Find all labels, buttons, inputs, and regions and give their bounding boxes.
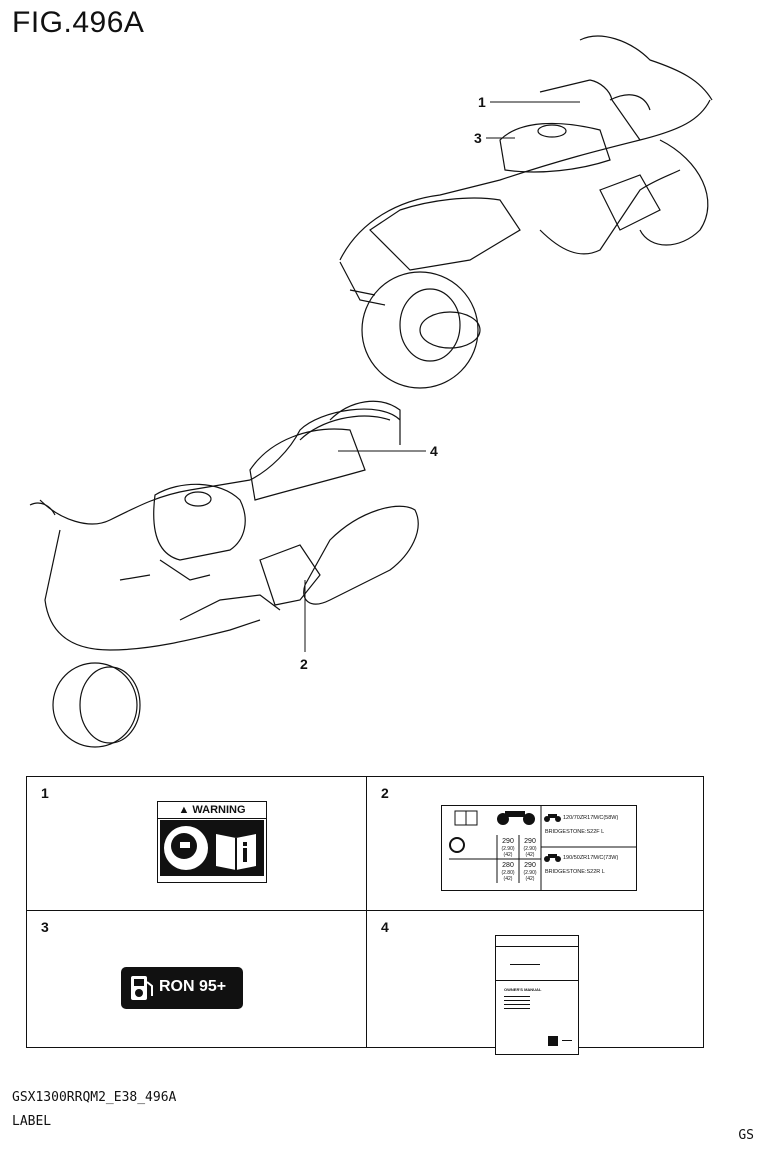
callout-4: 4 <box>430 443 438 459</box>
label-grid: 1 ▲ WARNING <box>26 776 705 1055</box>
label-cell-1: 1 ▲ WARNING <box>27 777 366 910</box>
pressure-text: (42) <box>526 852 535 858</box>
tire-icon <box>449 837 465 853</box>
warning-body <box>160 820 264 876</box>
pressure-text: (42) <box>526 876 535 882</box>
motorcycle-front-view <box>29 400 419 748</box>
pressure-text: 290 <box>524 862 536 869</box>
motorcycle-rear-view <box>339 35 713 389</box>
pressure-text: 280 <box>502 862 514 869</box>
label-number: 2 <box>381 785 389 801</box>
user-icon <box>548 1036 558 1046</box>
label-cell-2: 2 290 290 (2.90) (2.90) (42) (42) 280 29… <box>367 777 705 910</box>
callout-2: 2 <box>300 656 308 672</box>
pressure-text: 290 <box>502 838 514 845</box>
warning-pictograms <box>164 826 256 870</box>
label-cell-4: 4 OWNER'S MANUAL <box>367 911 705 1055</box>
tire-pressure-label: 290 290 (2.90) (2.90) (42) (42) 280 290 … <box>441 805 637 891</box>
pressure-text: (2.80) <box>501 870 514 876</box>
motorcycle-icon <box>544 854 561 862</box>
owners-manual-label: OWNER'S MANUAL <box>495 935 579 1055</box>
figure-label: LABEL <box>12 1114 52 1129</box>
callout-3: 3 <box>474 130 482 146</box>
pressure-text: (2.90) <box>523 846 536 852</box>
motorcycle-icon <box>497 811 535 825</box>
pressure-text: (2.90) <box>501 846 514 852</box>
warning-text: WARNING <box>192 804 246 816</box>
leader-lines <box>304 101 580 652</box>
label-number: 4 <box>381 919 389 935</box>
manual-title: OWNER'S MANUAL <box>504 987 542 992</box>
warning-header: ▲ WARNING <box>158 802 266 819</box>
figure-title: FIG.496A <box>12 6 145 39</box>
label-number: 3 <box>41 919 49 935</box>
pressure-text: (2.90) <box>523 870 536 876</box>
pressure-text: (42) <box>504 852 513 858</box>
helmet-icon <box>164 826 208 870</box>
fuel-label: RON 95+ <box>121 967 243 1009</box>
region-code: GS <box>738 1128 754 1143</box>
manual-book-icon <box>454 810 478 826</box>
pressure-text: 290 <box>524 838 536 845</box>
fuel-pump-icon <box>131 976 153 1000</box>
brand-rear-text: BRIDGESTONE:S22R L <box>545 869 605 875</box>
label-number: 1 <box>41 785 49 801</box>
pressure-text: (42) <box>504 876 513 882</box>
tyre-front-text: 120/70ZR17M/C(58W) <box>563 815 618 821</box>
motorcycle-illustrations <box>29 35 713 748</box>
manual-book-icon <box>216 834 256 870</box>
callout-1: 1 <box>478 94 486 110</box>
tyre-rear-text: 190/50ZR17M/C(73W) <box>563 855 618 861</box>
figure-code: GSX1300RRQM2_E38_496A <box>12 1090 177 1105</box>
warning-triangle-icon: ▲ <box>178 804 190 816</box>
label-cell-3: 3 RON 95+ <box>27 911 366 1049</box>
fuel-octane-text: RON 95+ <box>159 978 227 995</box>
motorcycle-icon <box>544 814 561 822</box>
warning-label: ▲ WARNING <box>157 801 267 883</box>
brand-front-text: BRIDGESTONE:S22F L <box>545 829 604 835</box>
